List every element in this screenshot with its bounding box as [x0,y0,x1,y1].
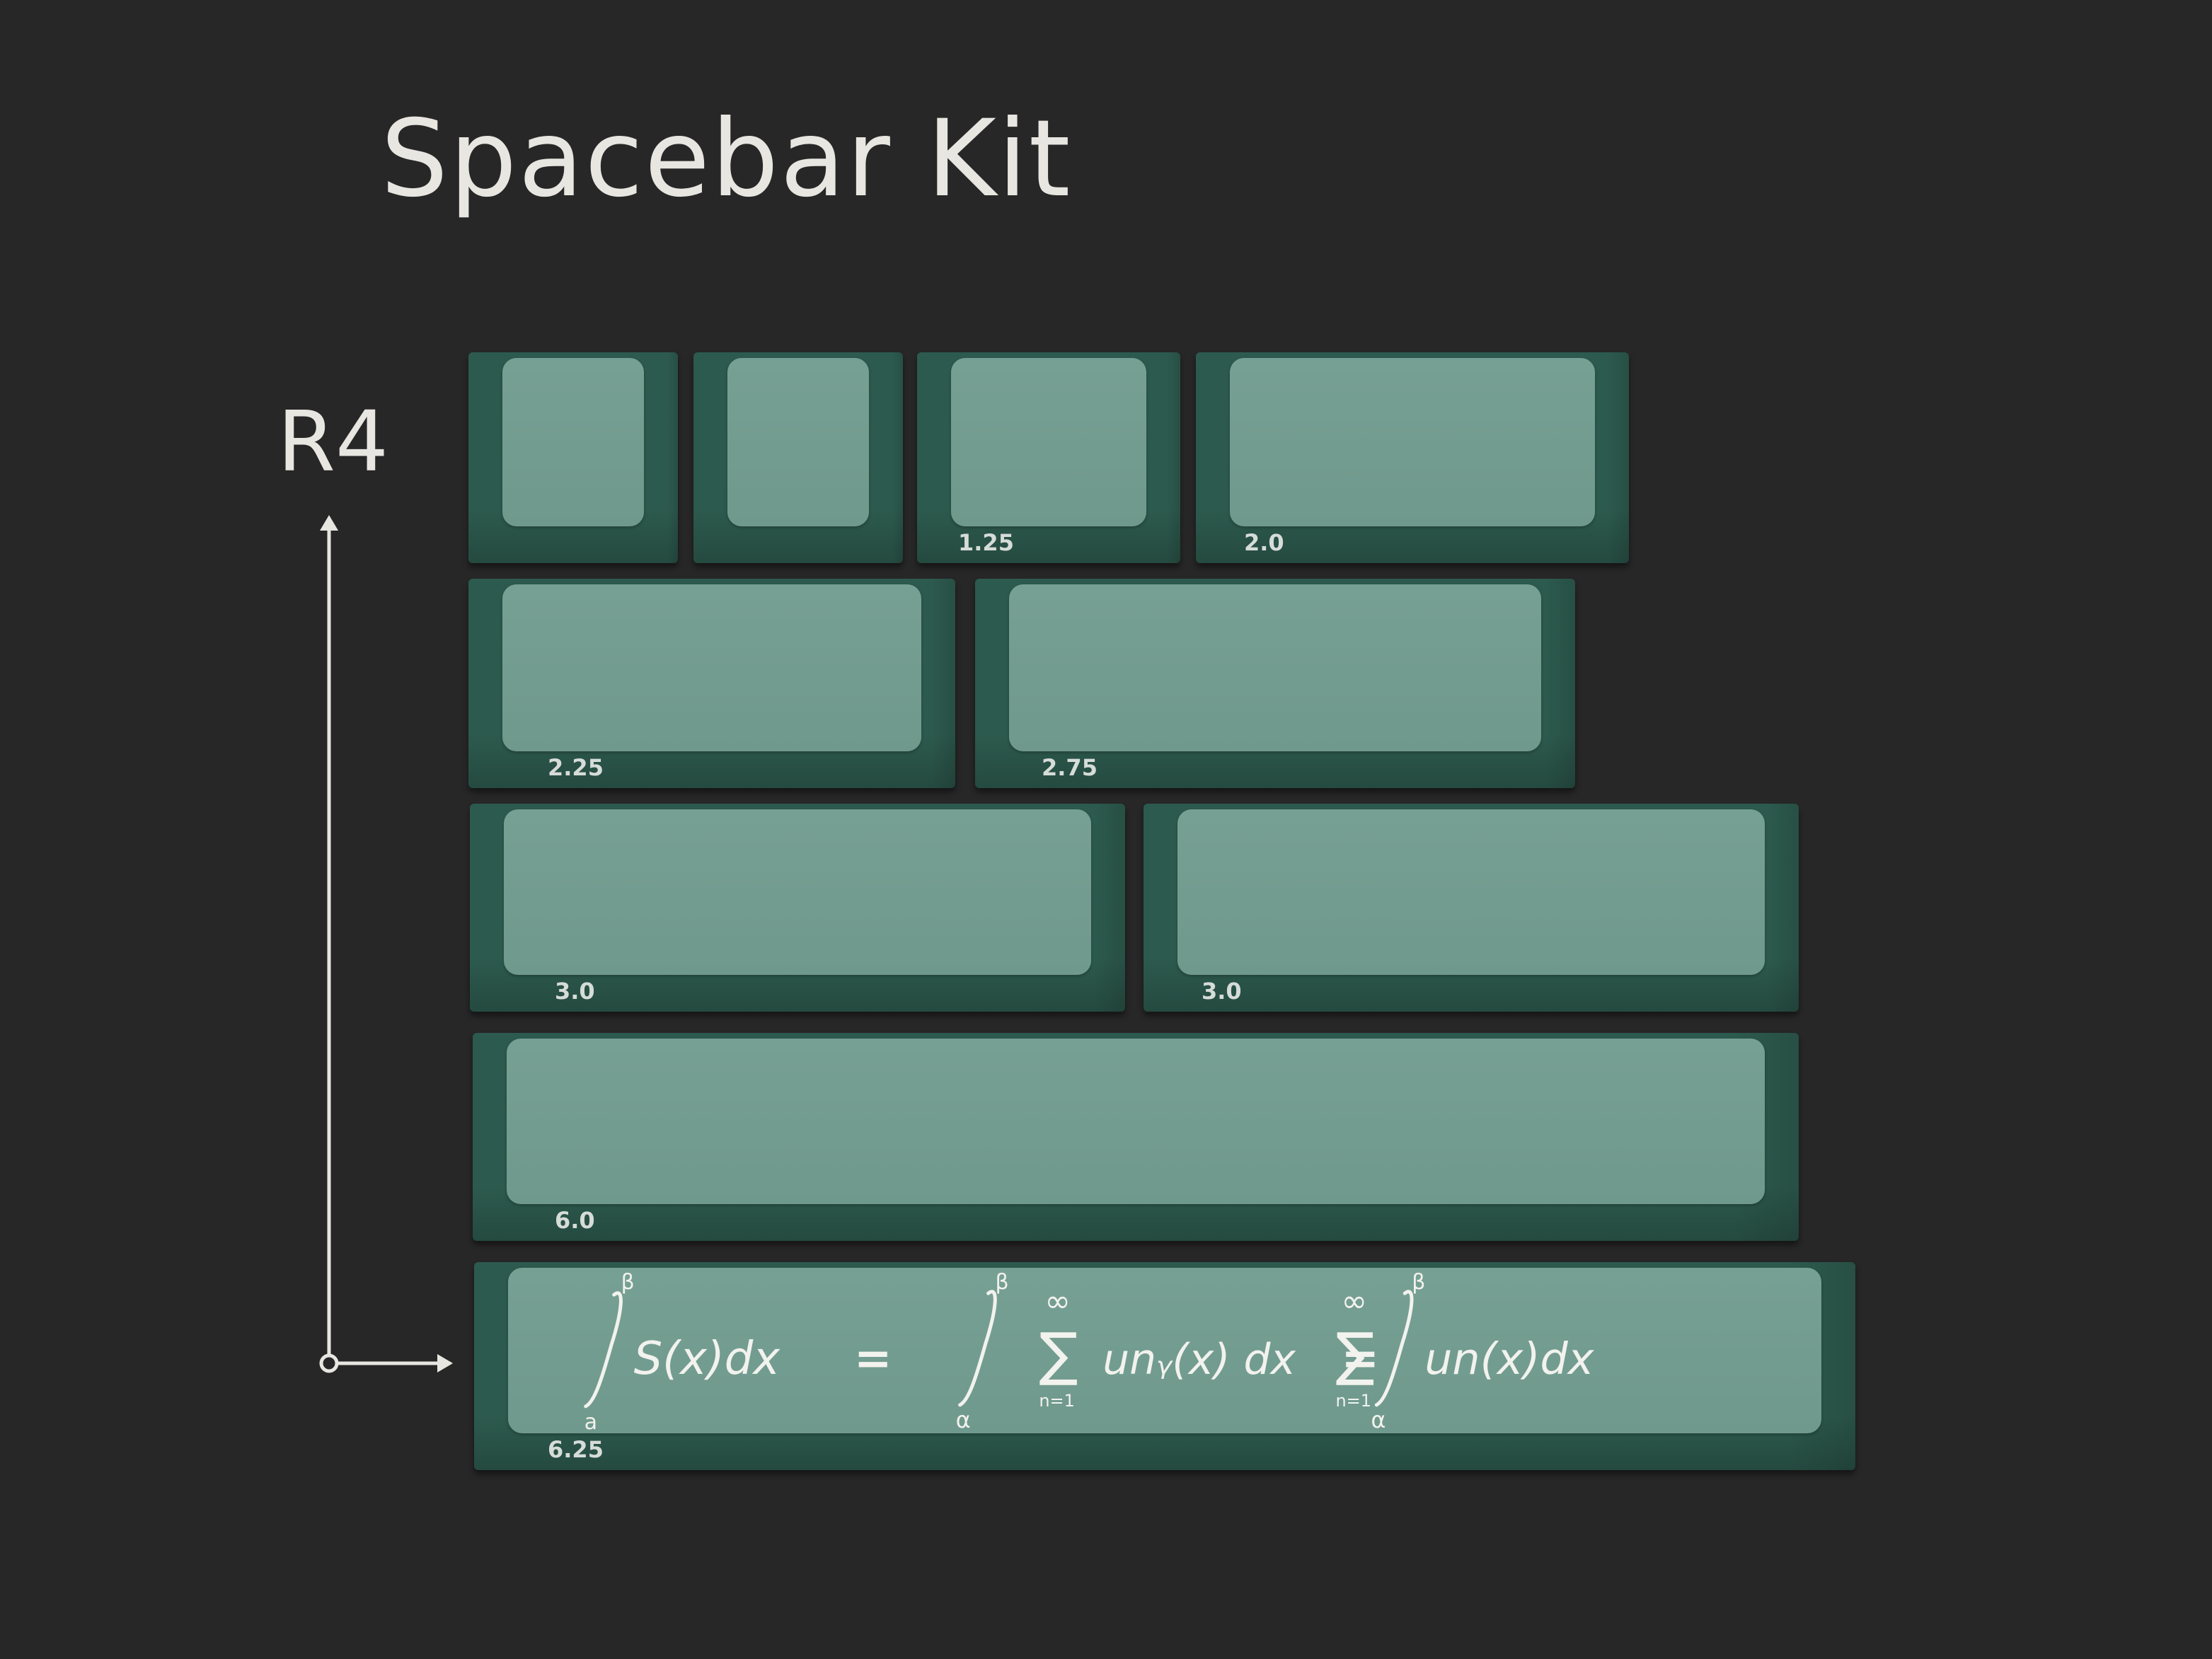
sum-index: n=1 [1335,1391,1371,1411]
infinity-symbol: ∞ [1044,1283,1071,1319]
formula-lower-bound: α [1371,1406,1386,1433]
integral-icon [958,1290,997,1407]
formula-part-1: S(x)dx [634,1333,781,1385]
keycap-6u: 6.0 [473,1033,1799,1241]
key-size-label: 1.25 [958,529,1014,556]
arrow-right-icon [437,1354,453,1372]
formula-upper-bound: β [996,1270,1009,1295]
svg-text:∑: ∑ [1039,1321,1078,1388]
row-profile-label: R4 [277,393,389,490]
key-size-label: 6.0 [555,1207,595,1234]
key-size-label: 2.0 [1244,529,1284,556]
integral-icon [584,1291,623,1409]
formula-upper-bound: β [621,1270,635,1295]
key-size-label: 3.0 [555,978,595,1005]
formula-equals: = [1341,1333,1379,1385]
keycap-1u-b [693,352,903,563]
keycap-2-75u: 2.75 [975,579,1575,788]
formula-upper-bound: β [1412,1270,1425,1295]
arrow-up-icon [320,515,338,531]
key-size-label: 3.0 [1202,978,1242,1005]
key-size-label: 2.75 [1042,754,1098,781]
keycap-2-25u: 2.25 [468,579,955,788]
formula-equals: = [854,1333,892,1385]
formula-legend: β a S(x)dx = β α ∞ ∑ n=1 unᵧ(x) dx = ∞ ∑… [508,1268,1821,1433]
page-title: Spacebar Kit [381,98,1072,221]
integral-icon [1374,1290,1414,1407]
svg-text:∑: ∑ [1335,1321,1374,1388]
keycap-1u [468,352,678,563]
axis-arrows [319,515,453,1373]
keycap-3u-left: 3.0 [470,804,1125,1012]
keycap-2u: 2.0 [1196,352,1629,563]
key-size-label: 6.25 [548,1436,604,1463]
formula-lower-bound: α [956,1406,971,1433]
keycap-3u-right: 3.0 [1144,804,1799,1012]
sum-index: n=1 [1039,1391,1074,1411]
formula-part-2: unᵧ(x) dx [1102,1335,1296,1385]
keycap-6-25u: β a S(x)dx = β α ∞ ∑ n=1 unᵧ(x) dx = ∞ ∑… [474,1262,1855,1470]
keycap-1-25u: 1.25 [917,352,1180,563]
formula-lower-bound: a [584,1410,597,1433]
formula-part-3: un(x)dx [1424,1334,1595,1385]
infinity-symbol: ∞ [1341,1283,1367,1319]
key-size-label: 2.25 [548,754,604,781]
